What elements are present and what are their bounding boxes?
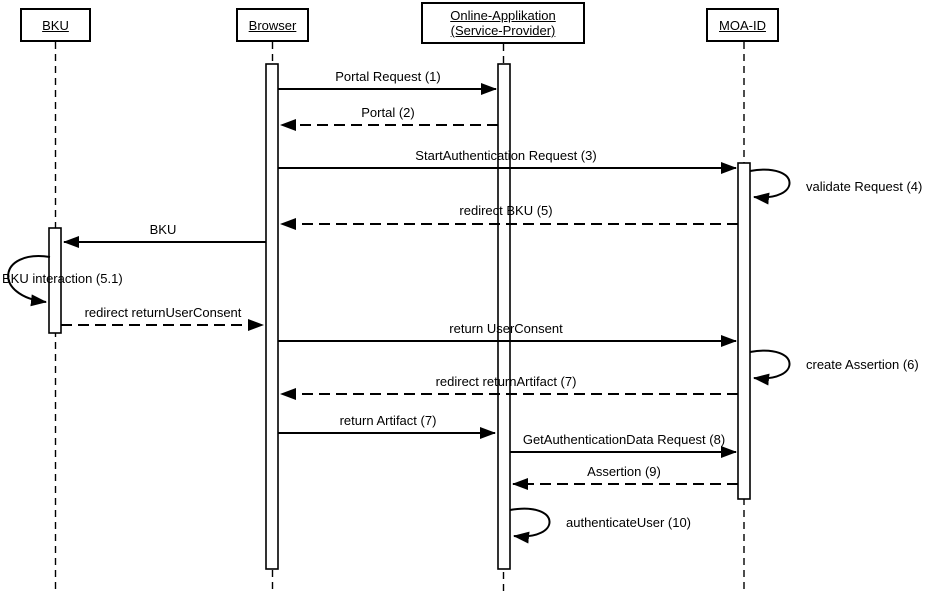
self-loop-create-assertion (749, 349, 791, 386)
participant-box-online-app: Online-Applikation (Service-Provider) (421, 2, 585, 44)
message-label-create-assertion: create Assertion (6) (806, 357, 919, 372)
activation-bku (48, 227, 62, 334)
activation-moa-id (737, 162, 751, 500)
message-label-redirect-return-user-consent: redirect returnUserConsent (84, 305, 242, 320)
message-label-return-user-consent: return UserConsent (449, 321, 563, 336)
message-label-portal: Portal (2) (361, 105, 415, 120)
activation-online-app (497, 63, 511, 570)
self-loop-validate-request (749, 168, 791, 205)
message-label-bku-interaction: BKU interaction (5.1) (2, 271, 123, 286)
message-label-start-authentication: StartAuthentication Request (3) (415, 148, 597, 163)
message-label-assertion: Assertion (9) (587, 464, 661, 479)
message-label-redirect-bku: redirect BKU (5) (459, 203, 553, 218)
participant-label-moa-id: MOA-ID (719, 17, 766, 33)
message-label-redirect-return-artifact: redirect returnArtifact (7) (435, 374, 577, 389)
participant-box-browser: Browser (236, 8, 309, 42)
self-loop-authenticate-user (509, 507, 551, 544)
message-label-validate-request: validate Request (4) (806, 179, 923, 194)
participant-label-bku: BKU (42, 17, 69, 33)
participant-label-browser: Browser (248, 17, 297, 33)
activation-browser (265, 63, 279, 570)
message-label-get-authentication-data: GetAuthenticationData Request (8) (522, 432, 726, 447)
participant-label-online-app: Online-Applikation (Service-Provider) (450, 8, 556, 38)
message-label-portal-request: Portal Request (1) (335, 69, 441, 84)
participant-box-bku: BKU (20, 8, 91, 42)
message-label-authenticate-user: authenticateUser (10) (566, 515, 692, 530)
message-label-bku: BKU (149, 222, 177, 237)
self-loop-bku-interaction (7, 255, 51, 307)
participant-box-moa-id: MOA-ID (706, 8, 779, 42)
message-label-return-artifact: return Artifact (7) (339, 413, 437, 428)
